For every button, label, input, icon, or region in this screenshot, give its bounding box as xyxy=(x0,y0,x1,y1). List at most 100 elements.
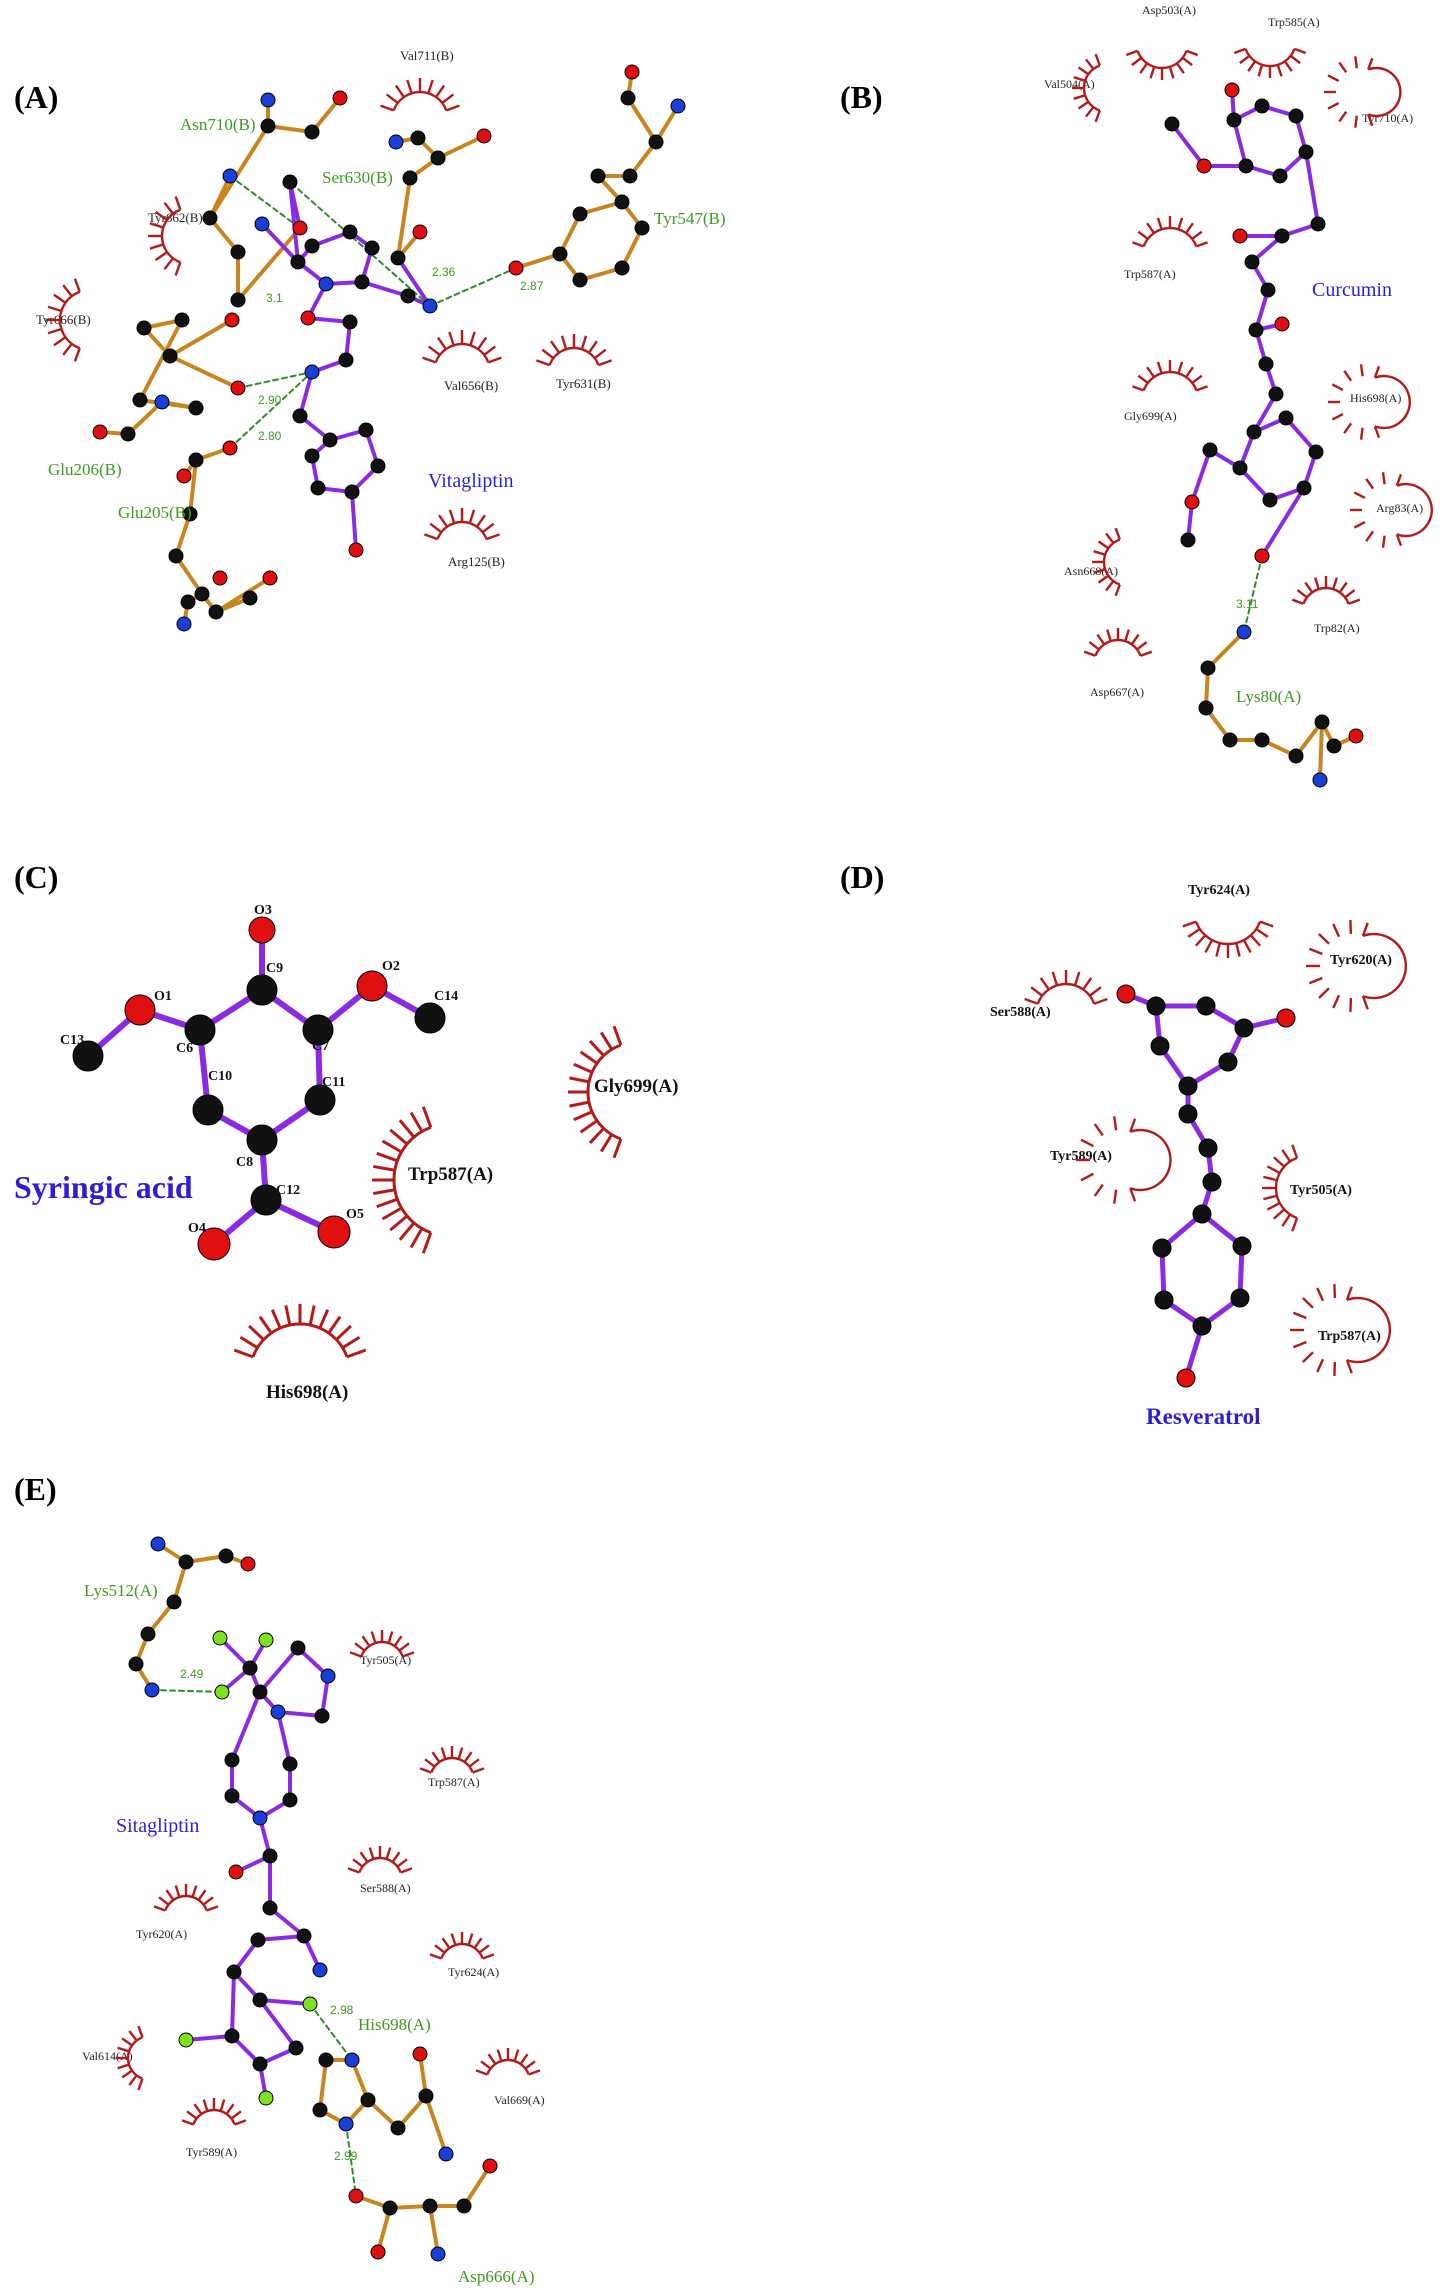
carbon-atom xyxy=(430,150,446,166)
hydrophobic-contact-tick xyxy=(1094,53,1101,66)
hydrophobic-contact-tick xyxy=(1257,64,1264,77)
atom-label: C13 xyxy=(60,1033,84,1048)
carbon-atom xyxy=(1288,748,1304,764)
hydrophobic-contact-tick xyxy=(1097,540,1110,550)
residue-glu206: Glu206(B) xyxy=(48,460,122,479)
carbon-atom xyxy=(390,2120,406,2136)
hydrophobic-contact-tick xyxy=(409,1227,424,1249)
hydrophobic-contact-tick xyxy=(579,1050,598,1065)
hydrophobic-contact-tick xyxy=(1113,1116,1118,1131)
hydrophobic-contact-tick xyxy=(1096,633,1106,646)
oxygen-atom xyxy=(1274,316,1290,332)
carbon-atom xyxy=(1150,1036,1170,1056)
hydrogen-bond xyxy=(309,2003,353,2061)
hydrophobic-contact-tick xyxy=(1318,933,1330,945)
fluorine-atom xyxy=(258,1632,274,1648)
hydrophobic-contact-tick xyxy=(219,2099,226,2112)
nitrogen-atom xyxy=(422,298,438,314)
carbon-atom xyxy=(72,1040,104,1072)
atom-label: O5 xyxy=(346,1207,364,1222)
carbon-atom xyxy=(318,2052,334,2068)
hydrophobic-contact-tick xyxy=(1249,934,1262,947)
hydrophobic-contact-tick xyxy=(409,1111,424,1133)
carbon-atom xyxy=(1232,460,1248,476)
hydrophobic-contact-tick xyxy=(1327,74,1340,82)
hydrophobic-contact-tick xyxy=(1302,1297,1314,1309)
hbond-distance-e3: 2.99 xyxy=(334,2149,358,2163)
ligand-label-resveratrol: Resveratrol xyxy=(1146,1404,1261,1429)
oxygen-atom xyxy=(356,970,388,1002)
hydrophobic-contact-tick xyxy=(1367,114,1374,127)
carbon-atom xyxy=(1232,1236,1252,1256)
hydrophobic-contact-arc xyxy=(1274,1156,1298,1220)
hydrophobic-contact-tick xyxy=(1354,56,1359,69)
hydrophobic-contact-tick xyxy=(1088,641,1100,651)
bond xyxy=(256,1934,306,1942)
carbon-atom xyxy=(1192,1204,1212,1224)
hydrophobic-contact-tick xyxy=(1338,581,1348,594)
residue-tyr666: Tyr666(B) xyxy=(36,312,91,327)
ligand-label-syringic-acid: Syringic acid xyxy=(14,1169,193,1205)
residue-val711: Val711(B) xyxy=(400,48,454,63)
nitrogen-atom xyxy=(430,2246,446,2262)
hydrophobic-contact-tick xyxy=(1318,987,1330,999)
hydrophobic-contact-tick xyxy=(424,533,438,541)
hydrophobic-contact-arc xyxy=(1136,50,1188,70)
bond xyxy=(138,318,184,402)
hydrophobic-contact-tick xyxy=(1168,66,1175,79)
hydrophobic-contact-tick xyxy=(599,1031,614,1051)
hydrophobic-contact-tick xyxy=(1235,942,1241,957)
hydrophobic-contact-tick xyxy=(154,251,168,262)
hydrophobic-contact-arc xyxy=(358,1856,402,1873)
carbon-atom xyxy=(1296,480,1312,496)
residue-tyr620: Tyr620(A) xyxy=(136,1927,187,1941)
hydrophobic-contact-tick xyxy=(1283,60,1293,72)
hydrophobic-contact-tick xyxy=(1276,64,1283,77)
panel-e: (E) Sitagliptin Lys512(A) His698(A) Asp6… xyxy=(14,1471,545,2286)
carbon-atom xyxy=(1244,254,1260,270)
residue-tyr620: Tyr620(A) xyxy=(1330,953,1392,968)
hydrophobic-contact-tick xyxy=(441,1937,451,1949)
residue-his698: His698(A) xyxy=(358,2015,431,2034)
carbon-atom xyxy=(1218,1052,1238,1072)
fluorine-atom xyxy=(302,1996,318,2012)
oxygen-atom xyxy=(224,312,240,328)
carbon-atom xyxy=(224,1788,240,1804)
hydrophobic-contact-tick xyxy=(573,1110,593,1122)
carbon-atom xyxy=(262,1900,278,1916)
carbon-atom xyxy=(1310,216,1326,232)
carbon-atom xyxy=(1254,98,1270,114)
hydrophobic-contact-tick xyxy=(128,2074,138,2086)
hbond-distance-e1: 2.49 xyxy=(180,1667,204,1681)
hydrophobic-contact-arc xyxy=(1142,370,1198,391)
ligand-label-vitagliptin: Vitagliptin xyxy=(428,470,513,492)
hydrophobic-contact-tick xyxy=(389,1214,409,1232)
hydrophobic-contact-tick xyxy=(429,1953,442,1960)
hydrophobic-contact-tick xyxy=(1263,1194,1278,1201)
oxygen-atom xyxy=(348,542,364,558)
carbon-atom xyxy=(226,1964,242,1980)
hydrophobic-contact-tick xyxy=(1140,650,1153,657)
hydrophobic-contact-arc xyxy=(1102,538,1121,586)
hydrophobic-contact-tick xyxy=(1281,1149,1292,1163)
hydrophobic-contact-tick xyxy=(347,1867,360,1874)
hydrophobic-contact-tick xyxy=(1263,1175,1278,1182)
hydrophobic-contact-tick xyxy=(381,1206,403,1221)
hydrophobic-contact-tick xyxy=(1343,422,1353,434)
hydrophobic-contact-tick xyxy=(579,1119,598,1134)
hydrophobic-contact-tick xyxy=(335,1324,352,1341)
residue-val669: Val669(A) xyxy=(494,2093,545,2107)
hbond-distance-4: 2.36 xyxy=(432,265,456,279)
carbon-atom xyxy=(1262,492,1278,508)
hydrophobic-contact-tick xyxy=(1239,54,1251,65)
bond xyxy=(396,256,432,308)
residue-trp587: Trp587(A) xyxy=(408,1164,493,1185)
carbon-atom xyxy=(1178,1076,1198,1096)
hydrophobic-contact-tick xyxy=(1093,550,1106,556)
fluorine-atom xyxy=(258,2090,274,2106)
oxygen-atom xyxy=(1224,82,1240,98)
carbon-atom xyxy=(282,1756,298,1772)
hydrophobic-contact-tick xyxy=(487,356,502,364)
bond xyxy=(436,134,486,160)
hydrophobic-contact-tick xyxy=(1316,1287,1325,1302)
